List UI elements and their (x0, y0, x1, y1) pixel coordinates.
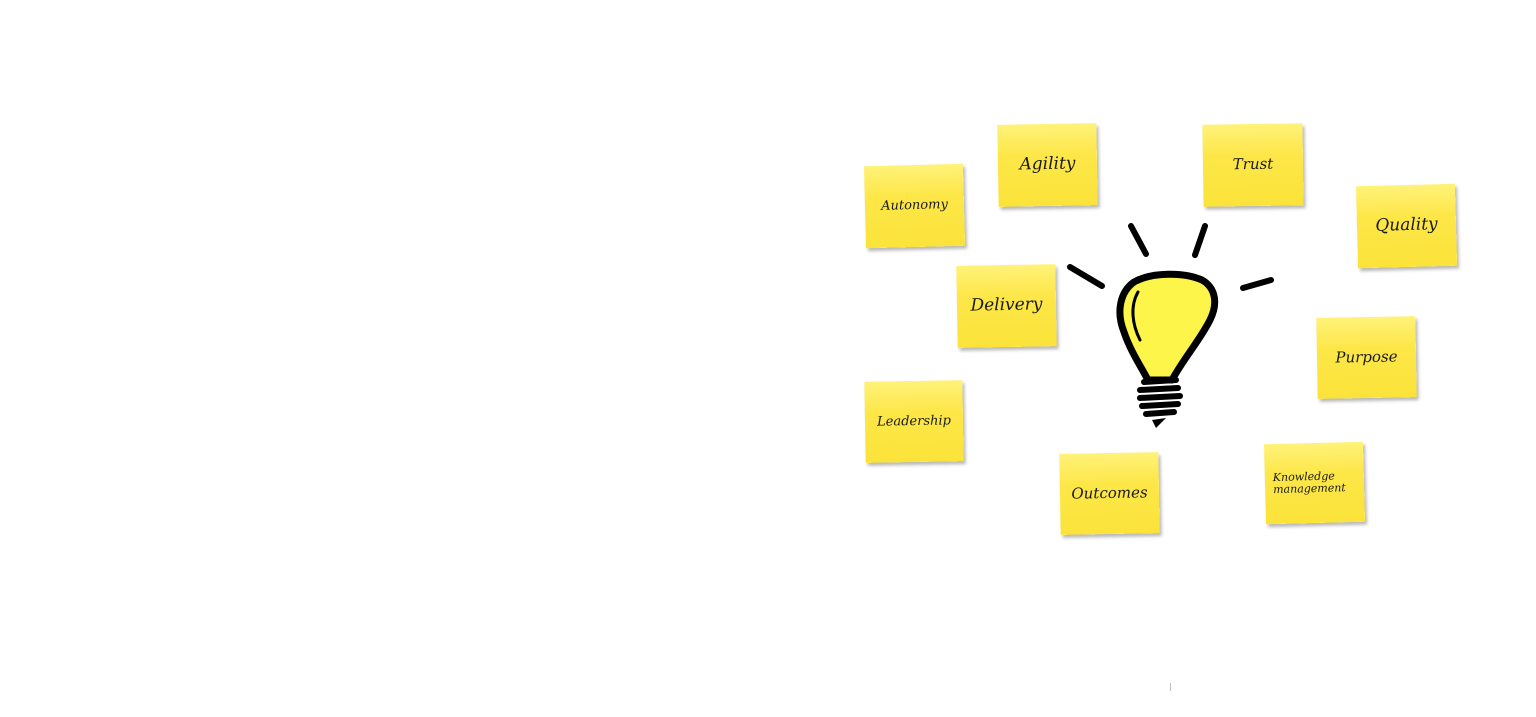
sticky-note-agility: Agility (997, 123, 1098, 207)
note-label-outcomes: Outcomes (1071, 482, 1148, 503)
bulb-ray-upper-left (1128, 223, 1149, 257)
bulb-ray-left (1067, 264, 1105, 289)
bulb-glass (1116, 270, 1219, 384)
sticky-note-delivery: Delivery (956, 264, 1057, 348)
note-label-knowledge-management: Knowledge management (1272, 469, 1346, 497)
divider-tick (1170, 683, 1171, 691)
sticky-note-autonomy: Autonomy (863, 163, 966, 249)
note-label-agility: Agility (1019, 153, 1076, 175)
sticky-note-leadership: Leadership (864, 380, 964, 463)
note-label-trust: Trust (1232, 154, 1274, 174)
sticky-note-purpose: Purpose (1316, 316, 1417, 399)
note-label-delivery: Delivery (970, 294, 1043, 316)
bulb-highlight (1131, 290, 1142, 342)
bulb-ray-right (1240, 277, 1274, 291)
note-label-quality: Quality (1375, 214, 1438, 236)
bulb-ray-upper-right (1192, 223, 1208, 258)
sticky-note-outcomes: Outcomes (1059, 452, 1160, 535)
bulb-base (1137, 377, 1183, 417)
bulb-tip (1152, 418, 1166, 428)
sticky-note-trust: Trust (1202, 123, 1304, 207)
note-label-leadership: Leadership (876, 413, 952, 430)
note-label-autonomy: Autonomy (880, 197, 949, 215)
sticky-note-knowledge-management: Knowledge management (1263, 441, 1366, 525)
lightbulb-icon (1067, 223, 1274, 428)
sticky-note-quality: Quality (1355, 183, 1458, 269)
note-label-purpose: Purpose (1335, 347, 1398, 367)
